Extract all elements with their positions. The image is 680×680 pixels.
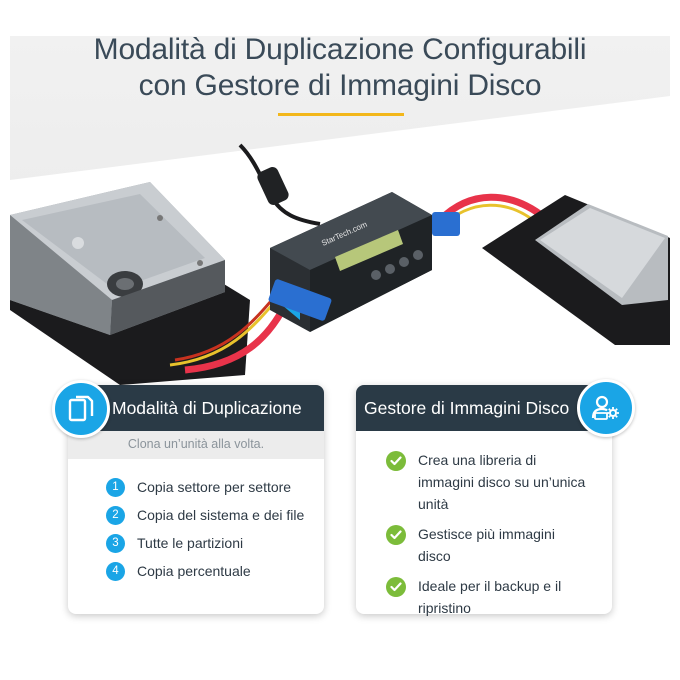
list-item: Ideale per il backup e il ripristino xyxy=(386,575,612,619)
disk-image-manager-title: Gestore di Immagini Disco xyxy=(364,398,570,418)
sata-connector-left xyxy=(268,279,332,321)
number-badge: 4 xyxy=(106,561,125,581)
list-item-text: Crea una libreria di immagini disco su u… xyxy=(418,452,586,512)
number-badge: 1 xyxy=(106,477,125,497)
duplication-modes-header: Modalità di Duplicazione xyxy=(68,385,324,431)
documents-icon xyxy=(52,380,110,438)
list-item: 2 Copia del sistema e dei file xyxy=(106,501,324,529)
duplication-modes-title: Modalità di Duplicazione xyxy=(112,398,302,418)
list-item: 1 Copia settore per settore xyxy=(106,473,324,501)
number-badge: 2 xyxy=(106,505,125,525)
list-item-text: Tutte le partizioni xyxy=(137,535,244,551)
list-item: Gestisce più immagini disco xyxy=(386,523,612,567)
list-item-text: Copia percentuale xyxy=(137,563,251,579)
list-item-text: Copia del sistema e dei file xyxy=(137,507,305,523)
disk-image-manager-list: Crea una libreria di immagini disco su u… xyxy=(356,431,612,619)
list-item-text: Copia settore per settore xyxy=(137,479,292,495)
page-title: Modalità di Duplicazione Configurabili c… xyxy=(0,32,680,104)
ssd-2-5 xyxy=(535,204,668,305)
check-icon xyxy=(386,577,406,597)
duplicator-device: StarTech.com xyxy=(270,192,432,332)
list-item: 3 Tutte le partizioni xyxy=(106,529,324,557)
sata-cable-right xyxy=(437,193,548,223)
product-photo: StarTech.com xyxy=(10,143,670,385)
duplication-modes-subtitle: Clona un’unità alla volta. xyxy=(68,431,324,459)
lcd-screen xyxy=(335,230,403,271)
check-icon xyxy=(386,525,406,545)
list-item-text: Gestisce più immagini disco xyxy=(418,526,555,564)
duplication-modes-list: 1 Copia settore per settore 2 Copia del … xyxy=(68,459,324,585)
disk-image-manager-header: Gestore di Immagini Disco xyxy=(356,385,612,431)
list-item-text: Ideale per il backup e il ripristino xyxy=(418,578,562,616)
hard-drive-3-5 xyxy=(10,182,225,335)
title-underline xyxy=(278,113,404,116)
check-icon xyxy=(386,451,406,471)
user-gear-icon xyxy=(577,379,635,437)
list-item: 4 Copia percentuale xyxy=(106,557,324,585)
title-line-1: Modalità di Duplicazione Configurabili xyxy=(93,33,587,66)
list-item: Crea una libreria di immagini disco su u… xyxy=(386,449,612,515)
title-line-2: con Gestore di Immagini Disco xyxy=(138,69,542,102)
duplication-modes-card: Modalità di Duplicazione Clona un’unità … xyxy=(68,385,324,614)
number-badge: 3 xyxy=(106,533,125,553)
disk-image-manager-card: Gestore di Immagini Disco Crea una libre… xyxy=(356,385,612,616)
